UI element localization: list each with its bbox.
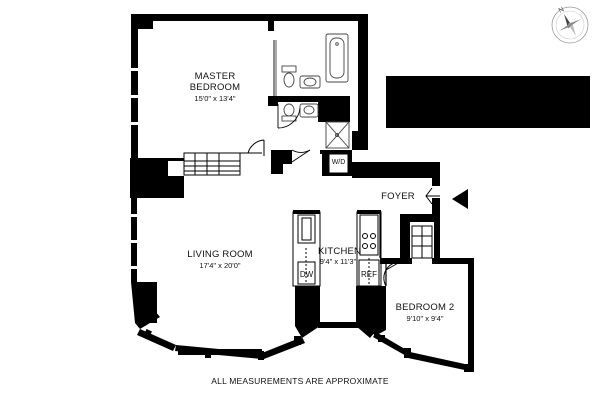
living-room-dims: 17'4" x 20'0" — [199, 261, 241, 270]
refrigerator-label: REF — [361, 270, 377, 279]
bathroom-fixtures — [273, 33, 350, 149]
master-bedroom-name-line2: BEDROOM — [189, 81, 241, 93]
bedroom-2-name: BEDROOM 2 — [395, 302, 455, 313]
foyer-walls — [400, 162, 440, 260]
master-bedroom-walls — [130, 14, 368, 198]
bath-door-swings — [277, 104, 311, 163]
master-bedroom-name: MASTER BEDROOM — [175, 71, 255, 94]
compass-rose-icon — [551, 6, 589, 44]
master-door-swing — [240, 139, 265, 156]
compass-north-letter: N — [558, 6, 566, 15]
washer-dryer-label: W/D — [331, 159, 346, 166]
redacted-area — [386, 76, 590, 128]
kitchen-name: KITCHEN — [318, 246, 362, 257]
living-room-name: LIVING ROOM — [187, 249, 253, 260]
kitchen-dims: 9'4" x 11'3" — [319, 257, 357, 266]
bedroom-2-dims: 9'10" x 9'4" — [406, 314, 444, 323]
living-room-walls — [131, 198, 305, 359]
entry-arrow-icon — [452, 189, 468, 209]
dishwasher-label: DW — [299, 270, 314, 279]
measurements-note: ALL MEASUREMENTS ARE APPROXIMATE — [211, 376, 389, 386]
master-bedroom-name-line1: MASTER — [194, 71, 236, 82]
master-bedroom-dims: 15'0" x 13'4" — [194, 94, 236, 103]
foyer-name: FOYER — [381, 191, 415, 202]
kitchen-walls — [295, 286, 380, 338]
